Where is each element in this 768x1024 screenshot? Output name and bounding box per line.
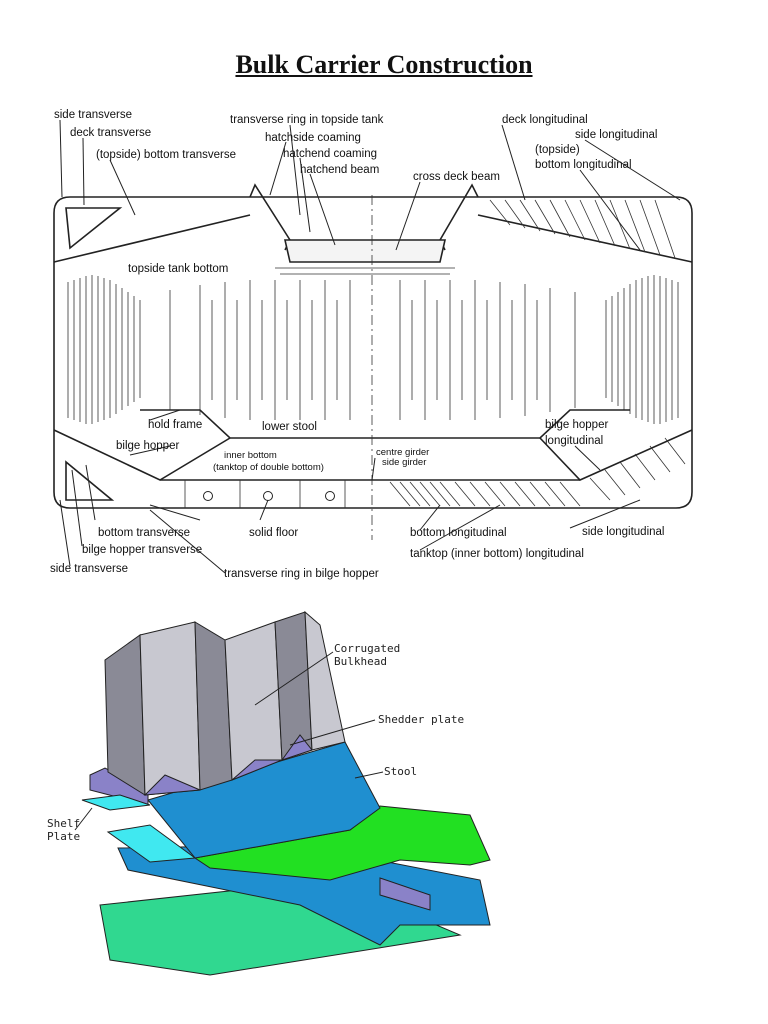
label-side-transverse-top: side transverse [54,109,132,121]
shedder-plate-1 [143,774,201,796]
lightening-hole-3 [325,491,335,501]
bottom-longitudinals-hatch [389,199,686,507]
label-bilge-hopper-longitudinal-1: bilge hopper [545,419,608,431]
leader-shedder [289,719,376,746]
lower-purple-strip [379,877,431,911]
bulkhead-panel-2 [139,621,201,796]
label-side-longitudinal-top: side longitudinal [575,129,657,141]
label-corrugated-2: Bulkhead [334,655,387,668]
label-lower-stool: lower stool [262,421,317,433]
label-tanktop-double-bottom: (tanktop of double bottom) [213,462,324,473]
label-topside-tank-bottom: topside tank bottom [128,263,228,275]
label-side-longitudinal-bottom: side longitudinal [582,526,664,538]
label-centre-girder: centre girder [376,447,429,458]
label-tanktop-longitudinal: tanktop (inner bottom) longitudinal [410,548,584,560]
label-deck-transverse: deck transverse [70,127,151,139]
leader-shelf [74,807,93,831]
label-topside-paren: (topside) [535,144,580,156]
label-deck-longitudinal: deck longitudinal [502,114,588,126]
label-topside-bottom-transverse: (topside) bottom transverse [96,149,236,161]
topside-tank-bottom-right [477,214,693,263]
label-cross-deck-beam: cross deck beam [413,171,500,183]
label-transverse-ring-bilge: transverse ring in bilge hopper [224,568,379,580]
bulk-carrier-section-diagram: side transverse deck transverse (topside… [50,109,693,580]
label-inner-bottom: inner bottom [224,450,277,461]
label-side-girder: side girder [382,457,426,468]
label-shelf-2: Plate [47,830,80,843]
label-hatchend-coaming: hatchend coaming [283,148,377,160]
stool [147,741,381,859]
label-solid-floor: solid floor [249,527,298,539]
shedder-plate-2 [231,759,283,781]
label-shedder-plate: Shedder plate [378,713,464,726]
label-shelf-1: Shelf [47,817,80,830]
label-stool: Stool [384,765,417,778]
leader-stool [354,771,384,779]
hold-frames [169,280,576,420]
side-shell-frames-left [67,275,141,424]
label-hatchend-beam: hatchend beam [300,164,379,176]
label-transverse-ring-topside: transverse ring in topside tank [230,114,384,126]
page-title: Bulk Carrier Construction [235,50,533,79]
bulkhead-panel-4 [224,621,283,781]
hatchend-beam [283,239,447,263]
label-bottom-transverse: bottom transverse [98,527,190,539]
base-purple [89,767,149,806]
topside-tank-bottom-left [53,214,251,263]
side-shell-frames-right [605,275,679,424]
label-bilge-hopper-transverse: bilge hopper transverse [82,544,202,556]
label-bottom-longitudinal: bottom longitudinal [410,527,507,539]
shelf-plate [81,794,151,811]
label-bilge-hopper: bilge hopper [116,440,179,452]
label-hatchside-coaming: hatchside coaming [265,132,361,144]
lower-stool [140,409,630,439]
leader-lines [59,119,681,574]
label-corrugated-1: Corrugated [334,642,400,655]
leader-corrugated [254,651,334,706]
label-side-transverse-bottom: side transverse [50,563,128,575]
bulkhead-panel-1 [104,634,146,796]
bulkhead-panel-6 [304,610,346,751]
hull-outline [53,196,693,509]
label-hold-frame: hold frame [148,419,202,431]
label-bilge-hopper-longitudinal-2: longitudinal [545,435,603,447]
topside-cutout [65,207,123,250]
label-bottom-longitudinal-top: bottom longitudinal [535,159,632,171]
lightening-hole-1 [203,491,213,501]
